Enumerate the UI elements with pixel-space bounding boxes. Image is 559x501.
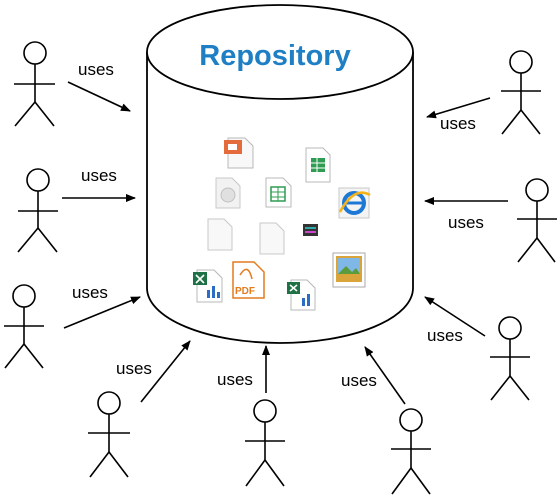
actor-bottom-mid [245,399,285,487]
sheet-icon [305,147,331,183]
uses-label: uses [72,283,108,302]
powerpoint-icon [224,137,254,169]
picture-icon [332,252,366,288]
arrow-bottom-left [140,340,191,403]
pdf-label: PDF [235,286,255,297]
actor-bottom-right [391,408,431,495]
internet-explorer-icon [338,187,371,219]
arrow-bottom-right [364,346,406,405]
repository-title: Repository [199,40,350,72]
excel-chart-icon [193,269,223,303]
uses-label: uses [81,166,117,185]
uses-label: uses [116,359,152,378]
actor-right-low [490,316,530,401]
image-file-icon [215,177,241,209]
actor-left-top [14,41,55,127]
uses-label: uses [217,370,253,389]
blank-document-icon [207,218,233,251]
uses-label: uses [440,114,476,133]
media-file-icon [303,224,318,236]
arrow-right-top [426,97,491,119]
repository-cylinder [146,4,414,344]
actor-left-low [4,284,44,369]
uses-label: uses [341,371,377,390]
file-icons: PDF [193,137,371,311]
blank-document-icon [259,222,285,255]
pdf-icon: PDF [232,261,265,299]
actor-left-mid [17,168,58,253]
uses-label: uses [78,60,114,79]
actor-right-mid [517,178,557,263]
arrow-left-low [63,296,141,329]
actor-right-top [501,50,541,135]
arrow-left-top [67,81,131,112]
uses-label: uses [427,326,463,345]
actor-bottom-left [88,391,130,478]
spreadsheet-doc-icon [265,177,292,208]
excel-chart-icon [287,279,316,311]
uses-label: uses [448,213,484,232]
arrow-right-low [424,296,486,337]
